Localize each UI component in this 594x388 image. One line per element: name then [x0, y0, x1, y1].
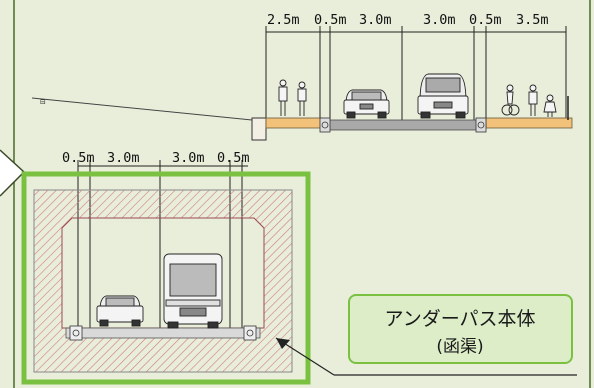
suv-icon: [417, 73, 469, 119]
callout-box: アンダーパス本体 (函渠): [348, 294, 573, 364]
pedestrian-icon: [528, 84, 538, 116]
top-dim-3: 3.0m: [359, 12, 392, 28]
pedestrian-icon: [297, 81, 307, 116]
pedestrian-icon: [278, 79, 288, 116]
callout-leader: [275, 337, 577, 376]
tunnel-dimension-ticks: [77, 160, 243, 330]
right-sidewalk: [485, 117, 573, 129]
tunnel-dim-1: 0.5m: [62, 150, 95, 166]
tunnel-dim-2: 3.0m: [107, 150, 140, 166]
top-dim-5: 0.5m: [469, 12, 502, 28]
tunnel-dim-4: 0.5m: [217, 150, 250, 166]
tunnel-dim-3: 3.0m: [172, 150, 205, 166]
left-sidewalk: [265, 117, 323, 129]
bus-icon: [163, 253, 223, 329]
top-dim-6: 3.5m: [516, 12, 549, 28]
top-dim-1: 2.5m: [267, 12, 300, 28]
top-dimension-ticks: [265, 26, 567, 124]
cyclist-icon: [501, 84, 520, 116]
top-dim-4: 3.0m: [423, 12, 456, 28]
box-culvert-hatch: [33, 189, 293, 373]
car-icon: [96, 295, 144, 327]
roadway-deck: [321, 119, 487, 131]
pointer-arrow-icon: [0, 149, 26, 197]
underpass-section: 0.5m 3.0m 3.0m 0.5m: [21, 150, 311, 385]
callout-subtitle: (函渠): [436, 337, 483, 357]
surface-road-section: ⊟ 2.5m 0.5m 3.0m 3.0m 0.5m 3.5m: [31, 12, 573, 141]
callout-title: アンダーパス本体: [384, 308, 535, 330]
car-icon: [343, 89, 390, 119]
top-dim-2: 0.5m: [314, 12, 347, 28]
child-pedestrian-icon: [543, 94, 557, 117]
tunnel-pavement: [65, 327, 261, 339]
svg-text:⊟: ⊟: [40, 98, 46, 106]
arrowhead-icon: [276, 338, 290, 349]
underpass-highlight-frame: [21, 171, 311, 385]
